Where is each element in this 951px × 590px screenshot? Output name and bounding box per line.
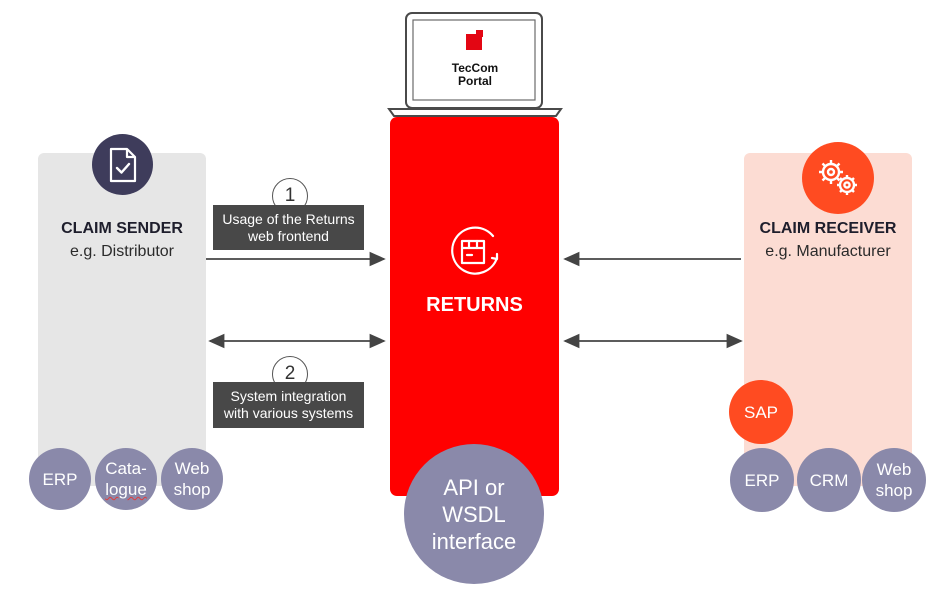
sender-catalogue-bubble: Cata- logue bbox=[95, 448, 157, 510]
portal-line2: Portal bbox=[457, 74, 492, 88]
laptop-icon bbox=[387, 12, 563, 117]
sender-webshop-line2: shop bbox=[173, 480, 211, 499]
gears-icon bbox=[819, 160, 857, 195]
receiver-crm-bubble: CRM bbox=[797, 448, 861, 512]
sender-catalogue-line1: Cata- bbox=[105, 459, 147, 478]
step-1-line1: Usage of the Returns bbox=[222, 210, 355, 227]
step-2-line2: with various systems bbox=[223, 405, 354, 421]
receiver-sap-label: SAP bbox=[743, 402, 779, 422]
receiver-sap-bubble: SAP bbox=[729, 380, 793, 444]
claim-receiver-icon bbox=[802, 142, 874, 214]
sender-erp-bubble: ERP bbox=[29, 448, 91, 510]
api-line3: interface bbox=[431, 528, 517, 554]
step-1-line2: web frontend bbox=[248, 227, 329, 244]
claim-receiver-subtitle: e.g. Manufacturer bbox=[765, 243, 891, 260]
api-line1: API or bbox=[443, 474, 505, 500]
claim-sender-icon bbox=[92, 134, 153, 195]
returns-label: RETURNS bbox=[426, 294, 523, 316]
receiver-webshop-line1: Web bbox=[876, 460, 912, 479]
receiver-webshop-line2: shop bbox=[875, 481, 913, 500]
claim-sender-subtitle: e.g. Distributor bbox=[69, 243, 175, 260]
receiver-erp-label: ERP bbox=[744, 470, 780, 490]
portal-label: TecCom Portal bbox=[440, 62, 510, 88]
sender-webshop-bubble: Web shop bbox=[161, 448, 223, 510]
api-line2: WSDL bbox=[442, 501, 506, 527]
step-2-label: System integration with various systems bbox=[213, 382, 364, 428]
claim-receiver-title: CLAIM RECEIVER bbox=[759, 220, 897, 237]
sender-catalogue-line2: logue bbox=[105, 480, 147, 499]
claim-sender-title: CLAIM SENDER bbox=[61, 220, 183, 237]
receiver-webshop-bubble: Web shop bbox=[862, 448, 926, 512]
step-2-line1: System integration bbox=[230, 388, 347, 404]
sender-webshop-line1: Web bbox=[174, 459, 210, 478]
receiver-crm-label: CRM bbox=[809, 470, 849, 490]
box-return-icon bbox=[451, 226, 499, 275]
step-1-label: Usage of the Returns web frontend bbox=[213, 205, 364, 250]
sender-erp-label: ERP bbox=[42, 469, 78, 489]
claim-sender-panel bbox=[38, 153, 206, 486]
portal-line1: TecCom bbox=[451, 61, 499, 75]
document-check-icon bbox=[109, 147, 136, 182]
api-wsdl-interface-bubble: API or WSDL interface bbox=[404, 444, 544, 584]
returns-column bbox=[390, 117, 559, 496]
receiver-erp-bubble: ERP bbox=[730, 448, 794, 512]
